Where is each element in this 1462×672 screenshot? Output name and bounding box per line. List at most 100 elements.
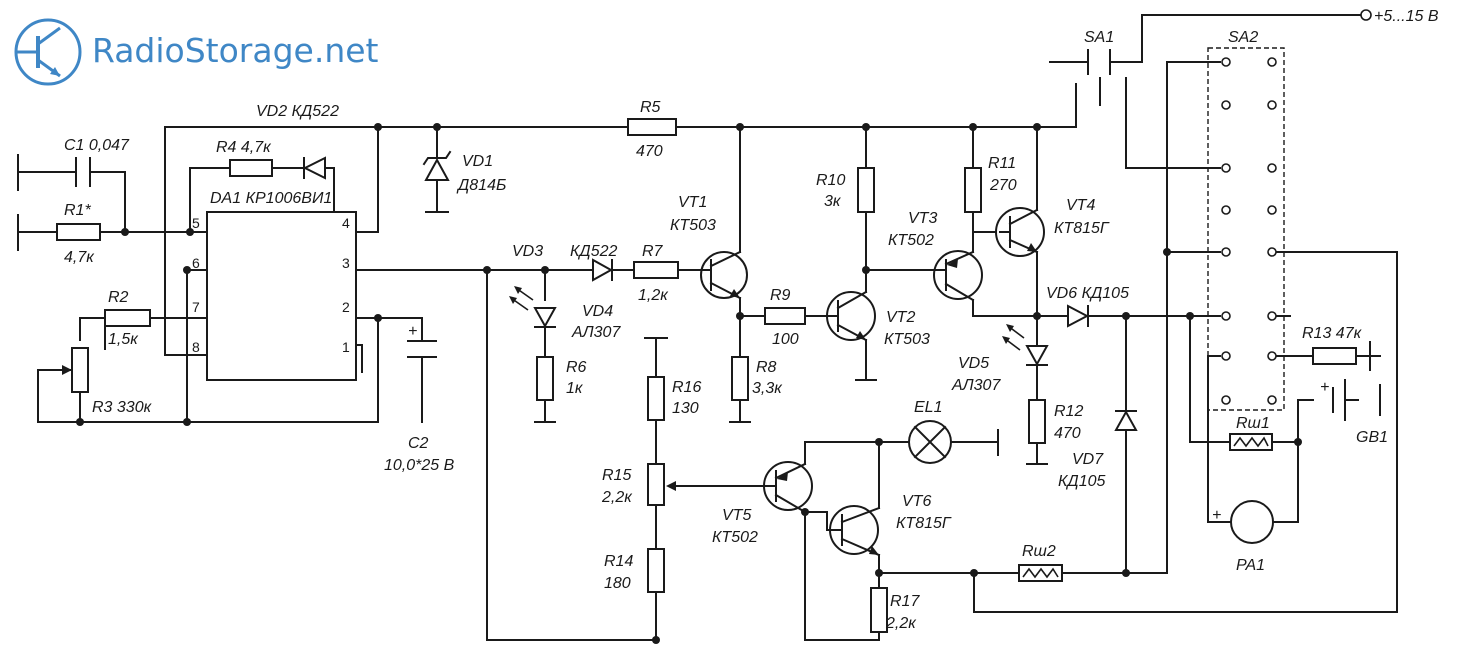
resistor-r4 bbox=[229, 159, 273, 177]
r16-label: R16 bbox=[672, 379, 701, 396]
logo: RadioStorage.net bbox=[14, 18, 379, 86]
wires bbox=[17, 14, 1398, 641]
supply-label: +5...15 В bbox=[1374, 8, 1439, 25]
vt4-label: VT4 bbox=[1066, 197, 1095, 214]
pin-2: 2 bbox=[342, 299, 350, 315]
led-vd4 bbox=[509, 286, 557, 329]
diode-vd2 bbox=[302, 156, 326, 180]
da1-pin-labels: 1 2 3 4 5 6 7 8 bbox=[192, 215, 350, 355]
logo-text: RadioStorage.net bbox=[92, 31, 379, 70]
diode-vd6 bbox=[1067, 304, 1090, 328]
vd1-label: VD1 bbox=[462, 153, 493, 170]
r16-value: 130 bbox=[672, 400, 699, 417]
r13-label: R13 47к bbox=[1302, 325, 1363, 342]
r9-value: 100 bbox=[772, 331, 799, 348]
vd5-label: VD5 bbox=[958, 355, 989, 372]
capacitor-c1 bbox=[75, 157, 91, 187]
pin-4: 4 bbox=[342, 215, 350, 231]
sa1-label: SA1 bbox=[1084, 29, 1114, 46]
power-terminal bbox=[1360, 9, 1372, 21]
meter-pa1 bbox=[1230, 500, 1274, 544]
vd7-value: КД105 bbox=[1058, 473, 1105, 490]
pin-6: 6 bbox=[192, 255, 200, 271]
zener-vd1 bbox=[422, 150, 452, 181]
transistor-vt6 bbox=[826, 505, 881, 557]
r12-value: 470 bbox=[1054, 425, 1081, 442]
vt6-label: VT6 bbox=[902, 493, 931, 510]
vt6-value: КТ815Г bbox=[896, 515, 952, 532]
c2-value: 10,0*25 В bbox=[384, 457, 455, 474]
pin-3: 3 bbox=[342, 255, 350, 271]
components bbox=[56, 47, 1357, 633]
r12-label: R12 bbox=[1054, 403, 1083, 420]
pin-1: 1 bbox=[342, 339, 350, 355]
led-vd5 bbox=[1002, 324, 1049, 367]
r14-value: 180 bbox=[604, 575, 631, 592]
transistor-vt5 bbox=[763, 461, 813, 514]
switch-sa2-frame bbox=[1207, 47, 1285, 411]
rsh2-label: Rш2 bbox=[1022, 543, 1056, 560]
vt4-value: КТ815Г bbox=[1054, 220, 1110, 237]
transistor-logo-icon bbox=[14, 18, 82, 86]
junctions bbox=[76, 123, 1302, 644]
vt1-value: КТ503 bbox=[670, 217, 716, 234]
vt5-value: КТ502 bbox=[712, 529, 758, 546]
diode-vd7 bbox=[1114, 409, 1138, 431]
transistor-vt4 bbox=[995, 207, 1045, 257]
r2-value: 1,5к bbox=[108, 331, 139, 348]
capacitor-c2 bbox=[407, 340, 437, 358]
c2-label: C2 bbox=[408, 435, 429, 452]
resistor-r12 bbox=[1028, 399, 1046, 444]
r15-value: 2,2к bbox=[601, 489, 633, 506]
r8-label: R8 bbox=[756, 359, 777, 376]
vd1-value: Д814Б bbox=[456, 177, 506, 194]
vd3-diode-label: КД522 bbox=[570, 243, 617, 260]
r11-label: R11 bbox=[988, 155, 1016, 172]
pin-5: 5 bbox=[192, 215, 200, 231]
r4-label: R4 4,7к bbox=[216, 139, 272, 156]
vt2-value: КТ503 bbox=[884, 331, 930, 348]
gb1-label: GB1 bbox=[1356, 429, 1388, 446]
r3-label: R3 330к bbox=[92, 399, 153, 416]
resistor-r13 bbox=[1312, 347, 1357, 365]
r5-label: R5 bbox=[640, 99, 661, 116]
r10-value: 3к bbox=[824, 193, 842, 210]
vt1-label: VT1 bbox=[678, 194, 707, 211]
el1-label: EL1 bbox=[914, 399, 942, 416]
rsh1-label: Rш1 bbox=[1236, 415, 1270, 432]
vd7-label: VD7 bbox=[1072, 451, 1104, 468]
resistor-r7 bbox=[633, 261, 679, 279]
resistor-r9 bbox=[764, 307, 806, 325]
r17-value: 2,2к bbox=[885, 615, 917, 632]
trimmer-r3 bbox=[57, 347, 89, 393]
gb1-plus: + bbox=[1320, 379, 1329, 396]
resistor-r5 bbox=[627, 118, 677, 136]
r10-label: R10 bbox=[816, 172, 845, 189]
da1-label: DA1 КР1006ВИ1 bbox=[210, 190, 332, 207]
switch-sa1 bbox=[1049, 49, 1127, 106]
vt2-label: VT2 bbox=[886, 309, 915, 326]
r2-label: R2 bbox=[108, 289, 129, 306]
transistor-vt1 bbox=[700, 250, 748, 300]
transistor-vt3 bbox=[933, 250, 983, 302]
component-labels: C1 0,047 R1* 4,7к R4 4,7к VD2 КД522 DA1 … bbox=[64, 8, 1439, 632]
pa1-plus: + bbox=[1212, 507, 1221, 524]
resistor-r10 bbox=[857, 167, 875, 213]
shunt-rsh1 bbox=[1229, 433, 1273, 451]
vt3-label: VT3 bbox=[908, 210, 937, 227]
c1-label: C1 0,047 bbox=[64, 137, 130, 154]
vt5-label: VT5 bbox=[722, 507, 751, 524]
vd4-label: VD4 bbox=[582, 303, 613, 320]
sa2-label: SA2 bbox=[1228, 29, 1258, 46]
lamp-el1 bbox=[908, 420, 952, 464]
resistor-r14 bbox=[647, 548, 665, 593]
resistor-r17 bbox=[870, 587, 888, 633]
resistor-r6 bbox=[536, 356, 554, 401]
r7-label: R7 bbox=[642, 243, 664, 260]
vt3-value: КТ502 bbox=[888, 232, 934, 249]
r5-value: 470 bbox=[636, 143, 663, 160]
resistor-r16 bbox=[647, 376, 665, 421]
vd3-label: VD3 bbox=[512, 243, 543, 260]
